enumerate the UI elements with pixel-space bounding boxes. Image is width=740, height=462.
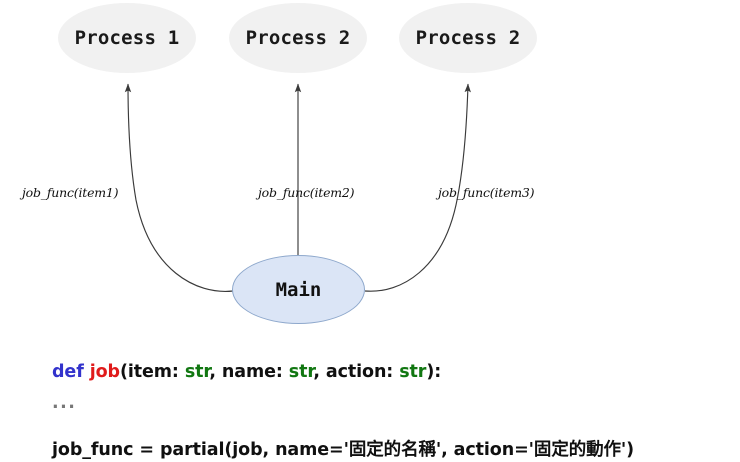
code-token-separator-1: , name: xyxy=(209,362,289,382)
node-process-3[interactable]: Process 2 xyxy=(399,3,537,73)
code-token-function-name: job xyxy=(89,362,120,382)
code-line-function-signature: def job(item: str, name: str, action: st… xyxy=(52,362,712,382)
node-process-3-label: Process 2 xyxy=(415,27,521,49)
edge-label-job-func-item2: job_func(item2) xyxy=(258,185,355,200)
node-main-label: Main xyxy=(275,278,322,301)
node-process-2-label: Process 2 xyxy=(245,27,351,49)
code-token-open-paren: (item: xyxy=(119,362,185,382)
edge-main-to-process-1 xyxy=(124,83,234,292)
node-process-1-label: Process 1 xyxy=(74,27,180,49)
code-block: def job(item: str, name: str, action: st… xyxy=(52,358,712,461)
node-process-1[interactable]: Process 1 xyxy=(58,3,196,73)
edge-label-job-func-item3: job_func(item3) xyxy=(438,185,535,200)
code-token-close-paren: ): xyxy=(426,362,442,382)
code-line-partial-assignment: job_func = partial(job, name='固定的名稱', ac… xyxy=(52,440,635,460)
code-token-type-1: str xyxy=(184,362,210,382)
code-token-keyword-def: def xyxy=(52,362,84,382)
edge-label-job-func-item1: job_func(item1) xyxy=(22,185,119,200)
code-line-ellipsis: ... xyxy=(52,393,77,413)
code-token-type-3: str xyxy=(399,362,427,382)
code-token-type-2: str xyxy=(288,362,314,382)
code-token-separator-2: , action: xyxy=(313,362,400,382)
node-process-2[interactable]: Process 2 xyxy=(229,3,367,73)
edge-main-to-process-3 xyxy=(364,83,471,292)
node-main[interactable]: Main xyxy=(232,255,365,324)
